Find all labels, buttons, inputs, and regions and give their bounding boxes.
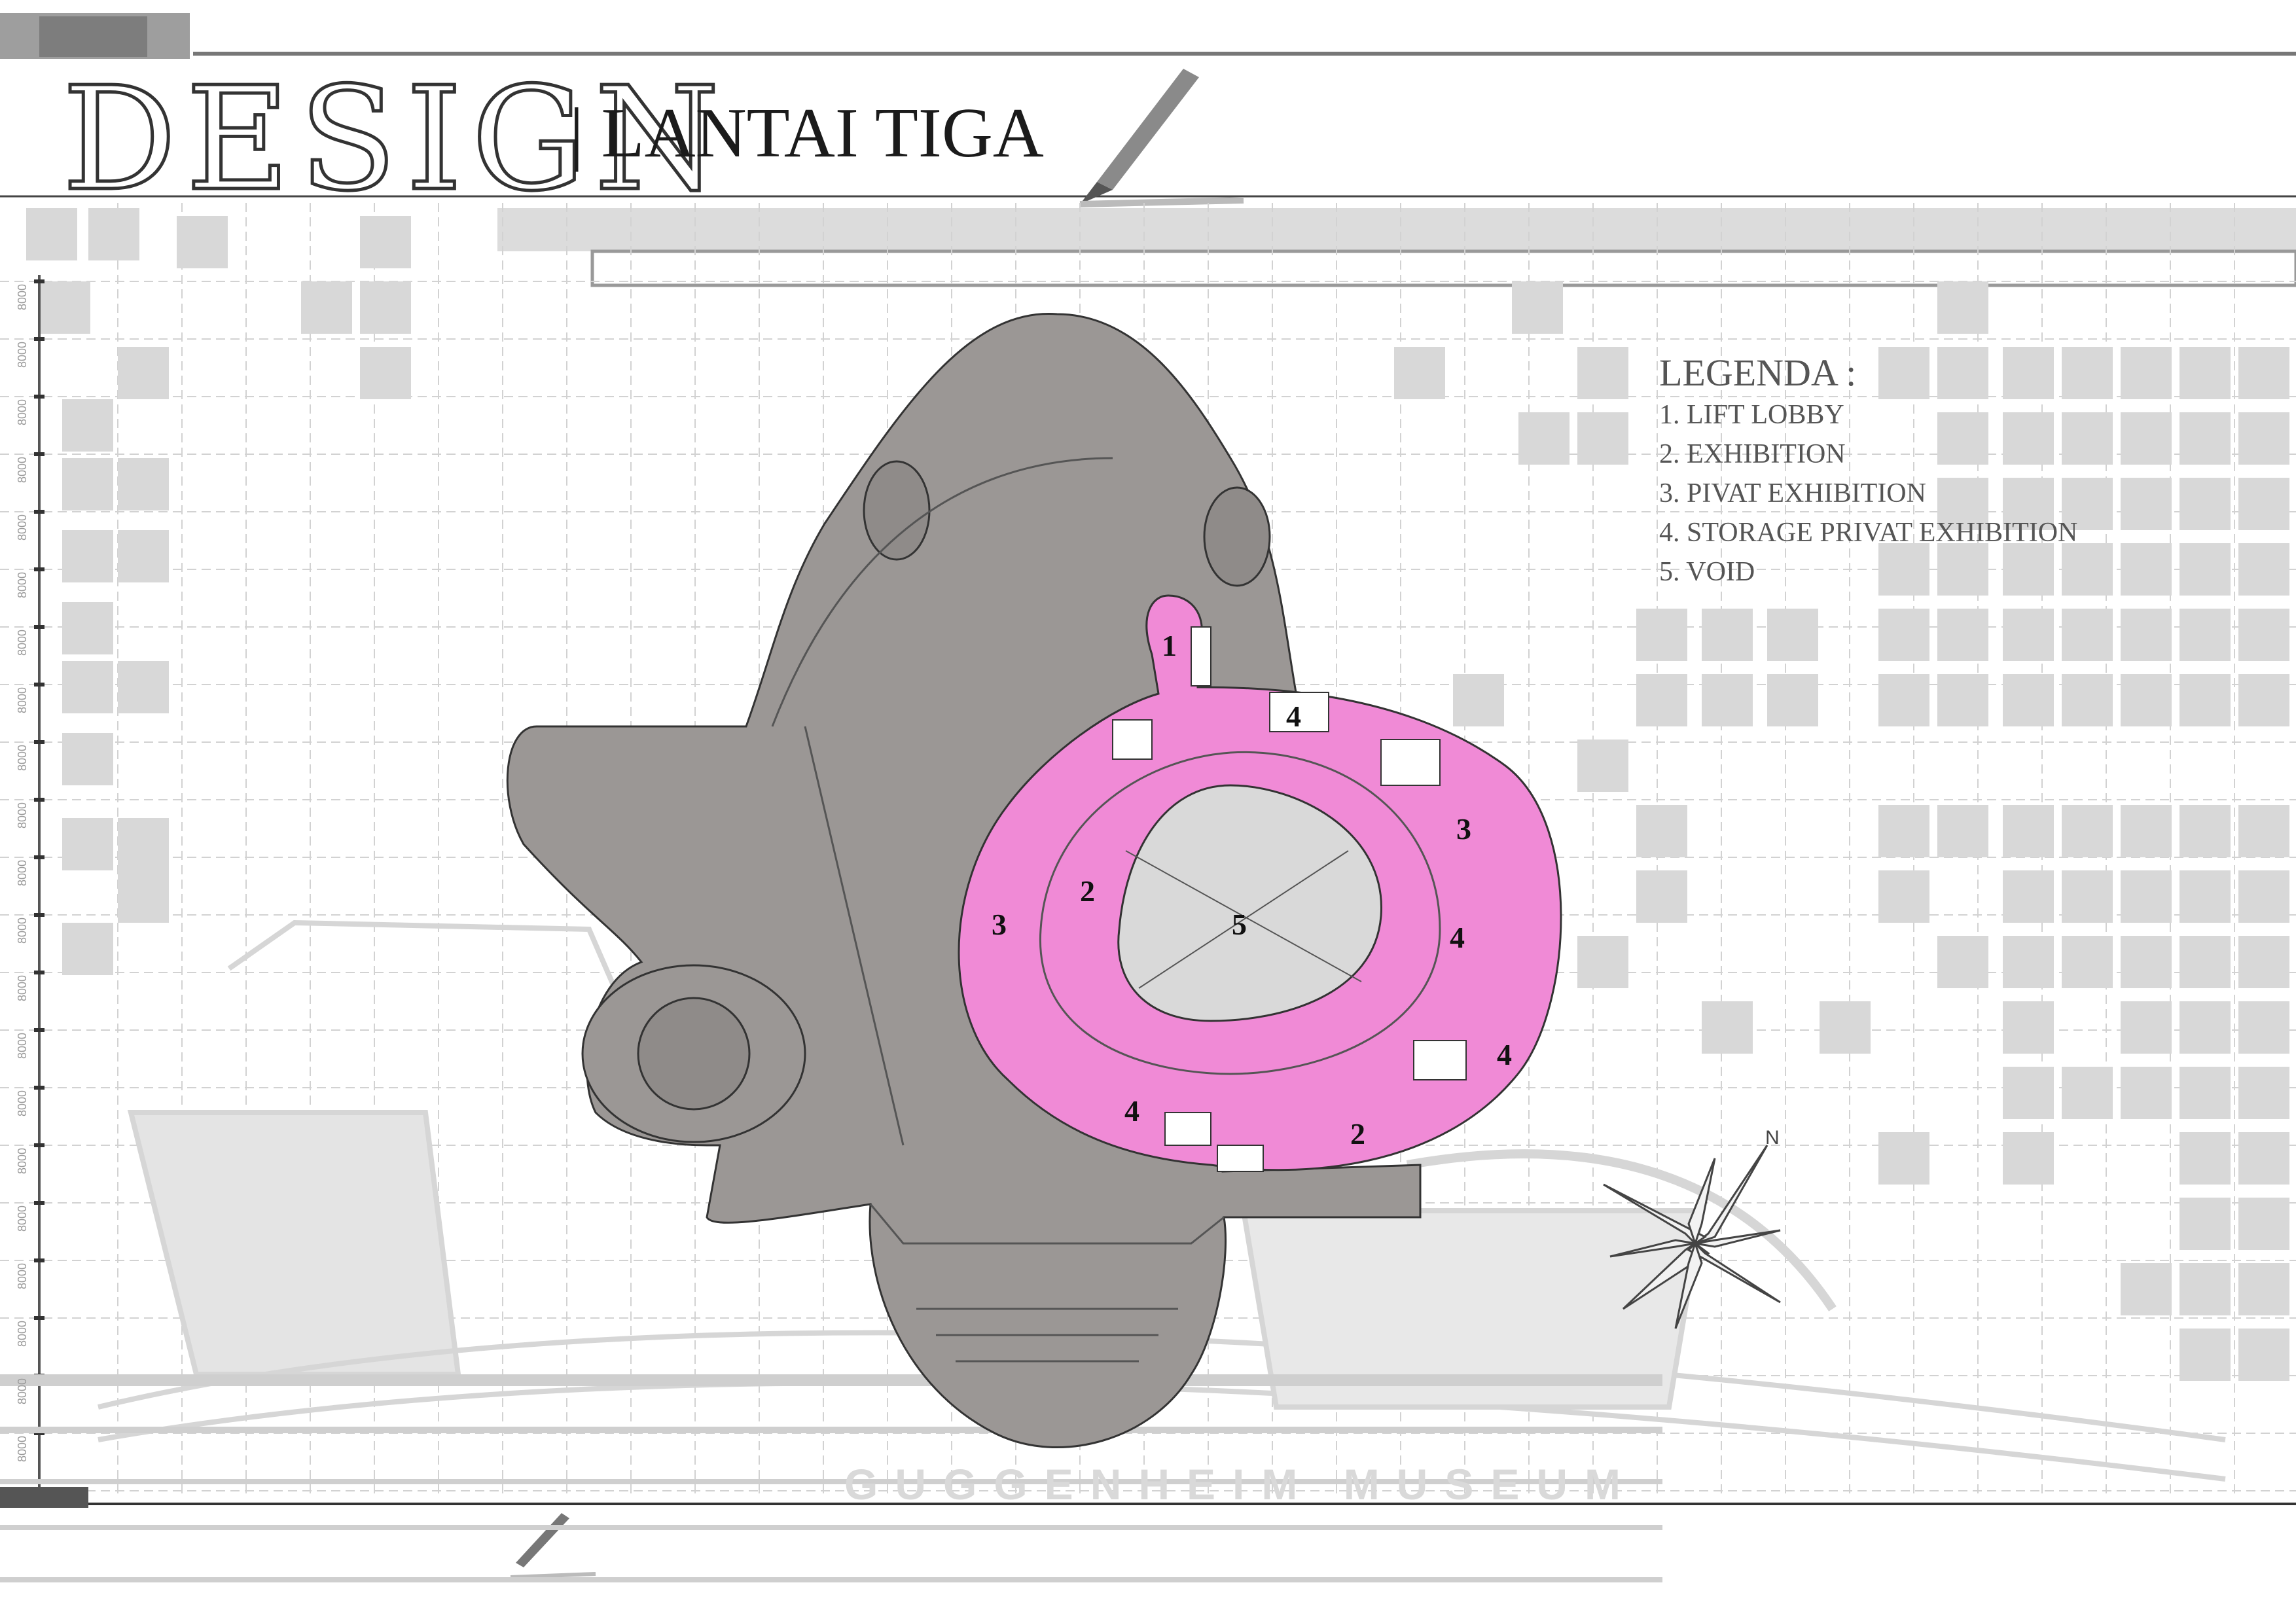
museum-stripe-band (0, 1374, 1662, 1582)
dimension-label: 8000 (16, 1320, 29, 1347)
legend-item-lift-lobby: 1. LIFT LOBBY (1659, 400, 1844, 430)
header-bar-block-dark (39, 16, 147, 57)
design-title: DESIGN (60, 57, 729, 223)
dimension-label: 8000 (16, 744, 29, 771)
room-label-4: 4 (1497, 1038, 1512, 1071)
dimension-label: 8000 (16, 629, 29, 656)
compass-north-label: N (1765, 1127, 1780, 1149)
page-subtitle: | LANTAI TIGA (569, 94, 1044, 172)
building-inner-lines (771, 457, 1225, 1363)
dimension-label: 8000 (16, 1435, 29, 1462)
dimension-label: 8000 (16, 687, 29, 713)
room-label-4: 4 (1124, 1094, 1139, 1128)
legend-title: LEGENDA : (1659, 351, 1857, 394)
top-gray-band-lower (590, 249, 2296, 287)
dimension-label: 8000 (16, 1032, 29, 1059)
dimension-label: 8000 (16, 1205, 29, 1232)
pencil-icon (1079, 69, 1244, 207)
dimension-label: 8000 (16, 283, 29, 310)
museum-background-text: GUGGENHEIM MUSEUM (844, 1460, 1638, 1508)
top-gray-band (497, 208, 2296, 251)
dimension-label: 8000 (16, 802, 29, 829)
dimension-label: 8000 (16, 859, 29, 886)
dimension-label: 8000 (16, 974, 29, 1001)
dimension-label: 8000 (16, 341, 29, 368)
gray-tiles (26, 208, 2289, 1381)
footer-block (0, 1487, 88, 1508)
dimension-label: 8000 (16, 571, 29, 598)
museum-background-sketch (98, 919, 2226, 1482)
dimension-label: 8000 (16, 514, 29, 541)
room-label-1: 1 (1162, 629, 1177, 662)
legend-item-storage: 4. STORAGE PRIVAT EXHIBITION (1659, 518, 2078, 548)
dimension-label: 8000 (16, 1378, 29, 1404)
room-label-3: 3 (1456, 812, 1471, 846)
compass-rose-icon (1603, 1145, 1781, 1329)
legend-item-void: 5. VOID (1659, 557, 1755, 587)
dimension-label: 8000 (16, 917, 29, 944)
inner-ring (1039, 751, 1441, 1075)
room-label-2: 2 (1350, 1117, 1365, 1150)
room-label-3: 3 (992, 908, 1007, 941)
dimension-label: 8000 (16, 1090, 29, 1116)
dimension-label: 8000 (16, 1147, 29, 1174)
dimension-label: 8000 (16, 399, 29, 425)
room-label-5: 5 (1232, 908, 1247, 941)
room-label-4: 4 (1450, 921, 1465, 954)
legend-item-exhibition: 2. EXHIBITION (1659, 439, 1846, 469)
dimension-label: 8000 (16, 1262, 29, 1289)
legend-item-pivat-exhibition: 3. PIVAT EXHIBITION (1659, 478, 1926, 508)
third-floor-plan: 1 4 3 2 3 5 4 4 4 2 (958, 594, 1562, 1172)
room-label-2: 2 (1080, 874, 1095, 908)
dimension-label: 8000 (16, 456, 29, 483)
void-area (1117, 784, 1382, 1022)
room-label-4: 4 (1286, 700, 1301, 733)
pencil-icon-small (510, 1513, 596, 1579)
ruler-ticks (34, 279, 45, 1435)
